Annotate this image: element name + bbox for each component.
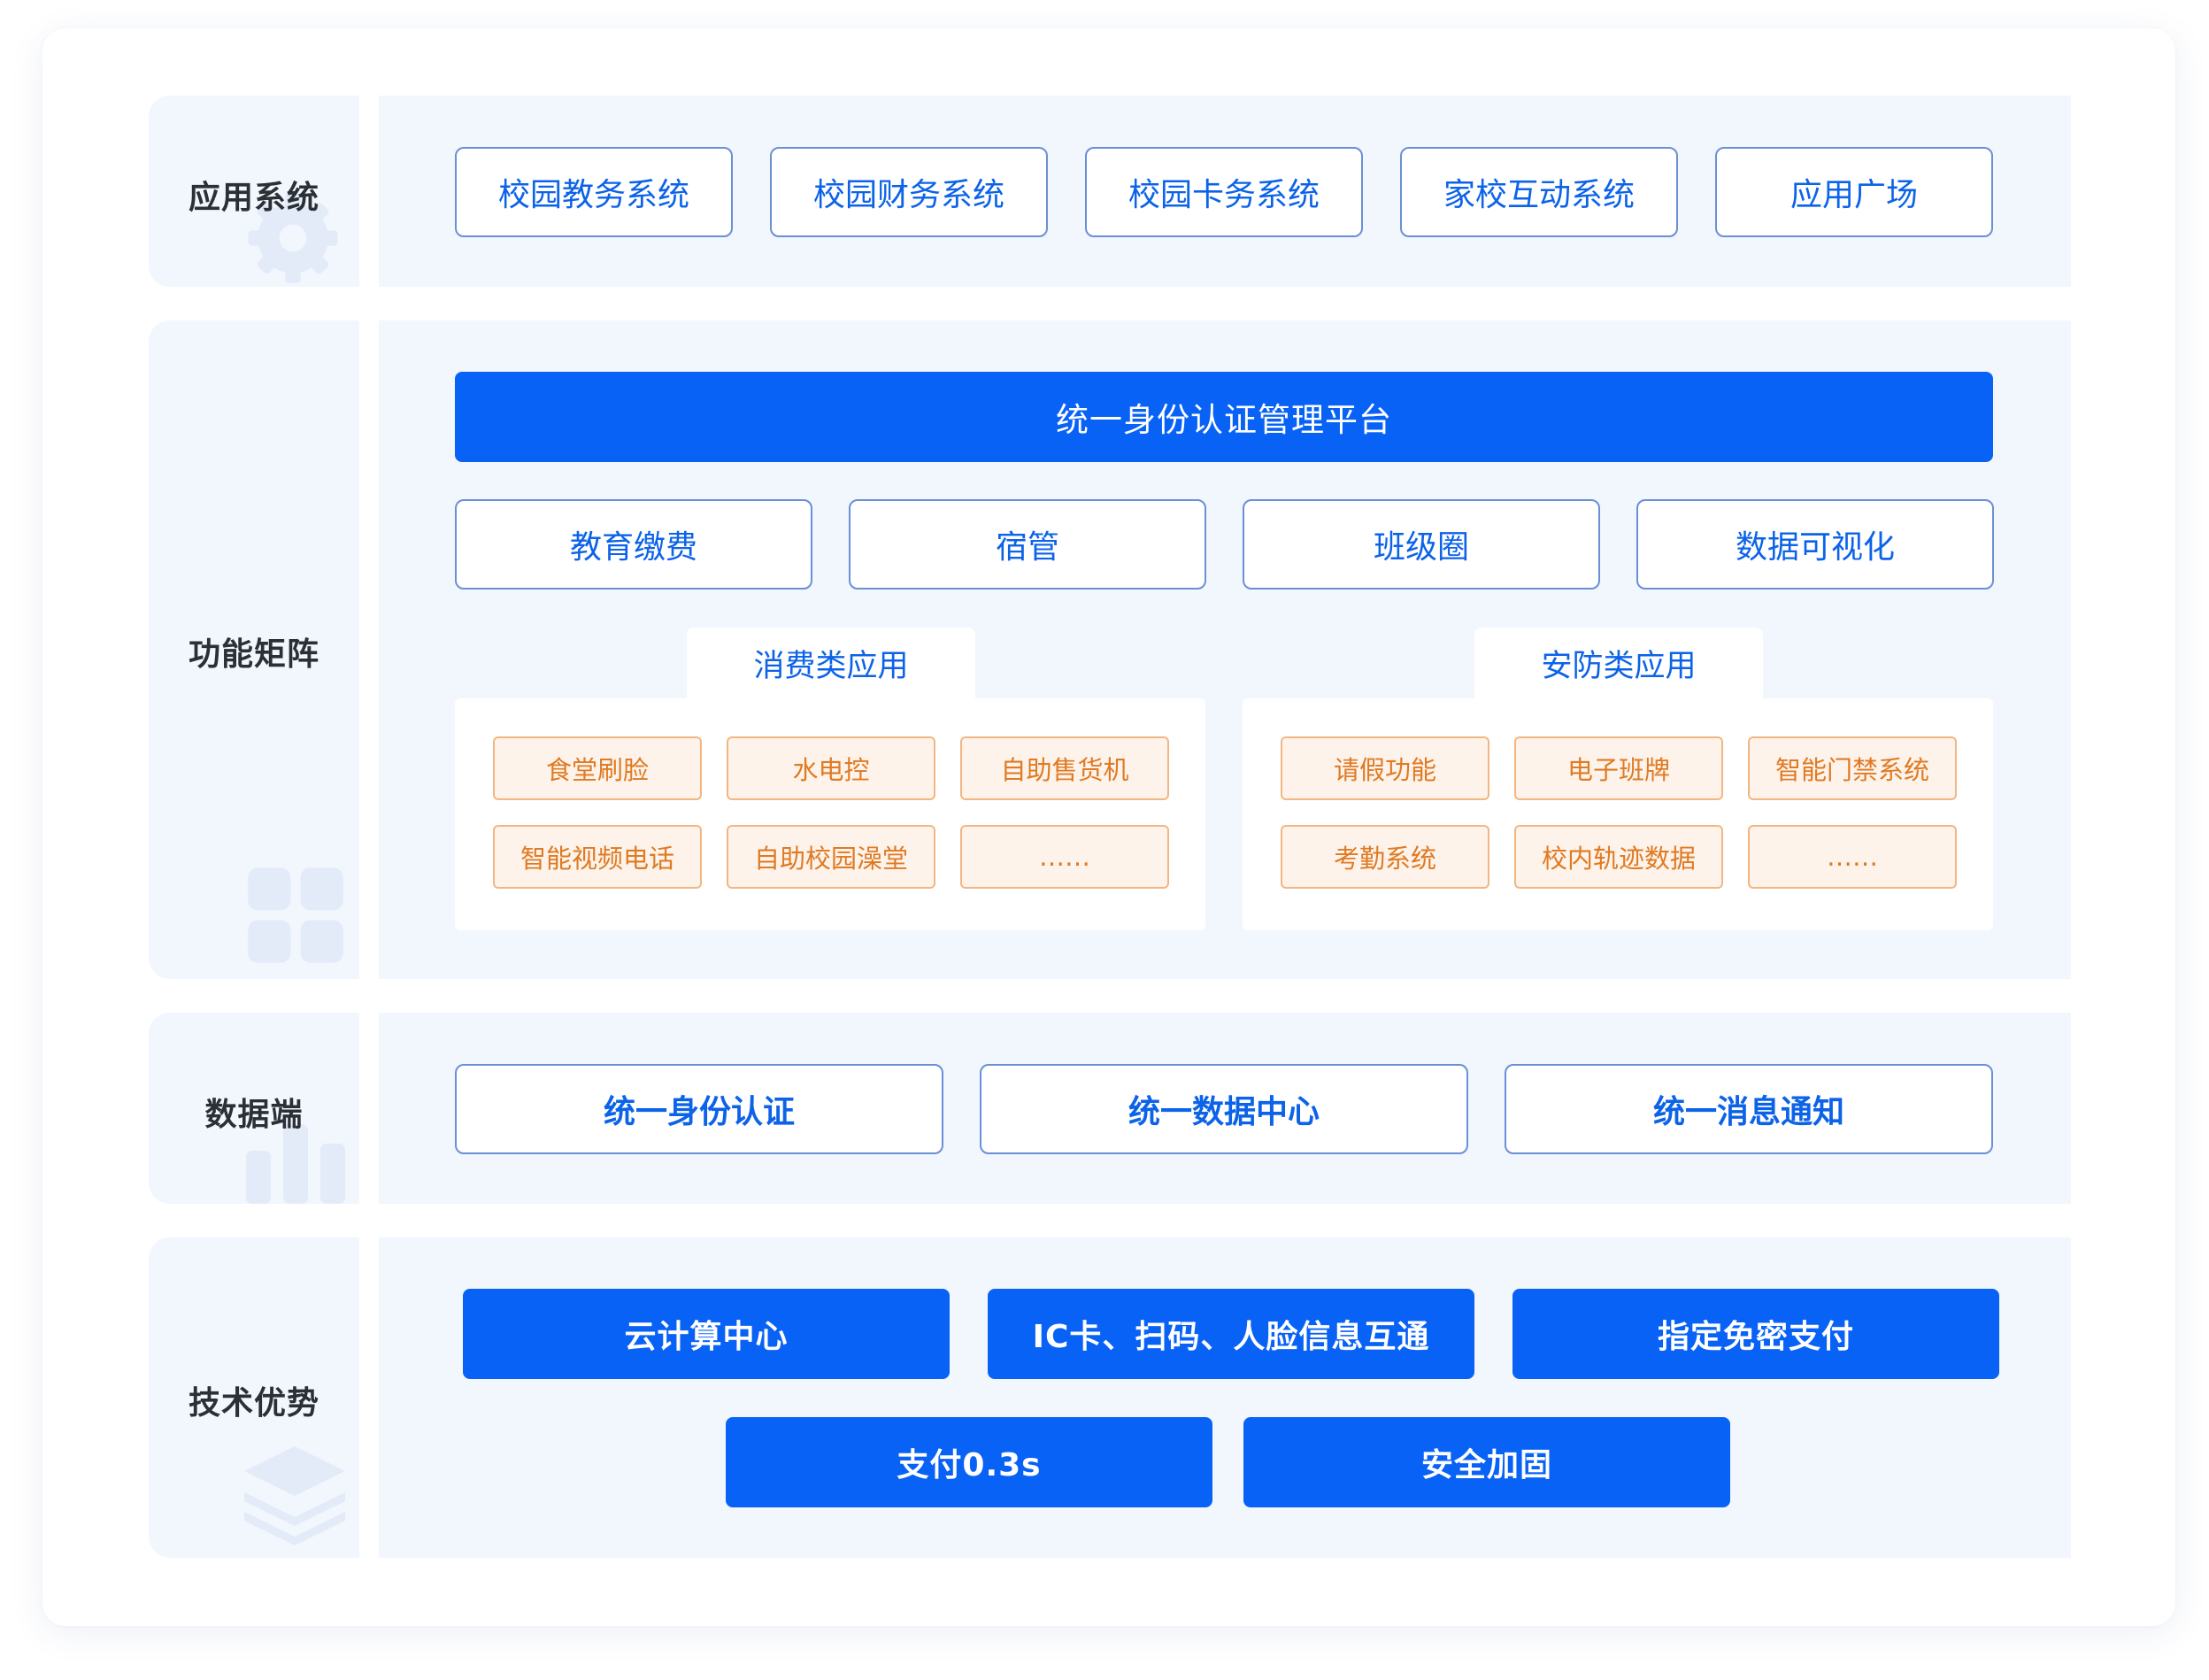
app-item-home-school[interactable]: 家校互动系统 — [1400, 147, 1678, 237]
security-group-title: 安防类应用 — [1474, 628, 1763, 698]
row-content-tech: 云计算中心 IC卡、扫码、人脸信息互通 指定免密支付 支付0.3s 安全加固 — [379, 1237, 2071, 1558]
app-item-app-store[interactable]: 应用广场 — [1715, 147, 1993, 237]
func-item-data-viz[interactable]: 数据可视化 — [1636, 499, 1994, 590]
consumption-item[interactable]: 水电控 — [727, 736, 935, 800]
security-item[interactable]: 电子班牌 — [1514, 736, 1723, 800]
tech-item-password-free-pay[interactable]: 指定免密支付 — [1512, 1289, 1999, 1379]
tech-item-ic-qr-face[interactable]: IC卡、扫码、人脸信息互通 — [988, 1289, 1474, 1379]
consumption-item-more[interactable]: …… — [960, 825, 1169, 889]
consumption-item[interactable]: 自助售货机 — [960, 736, 1169, 800]
tech-item-security-hardening[interactable]: 安全加固 — [1243, 1417, 1730, 1507]
row-label-data: 数据端 — [149, 1013, 359, 1204]
row-label-tech-text: 技术优势 — [188, 1385, 319, 1422]
consumption-item[interactable]: 食堂刷脸 — [493, 736, 702, 800]
layers-icon — [244, 1446, 345, 1545]
func-item-class-circle[interactable]: 班级圈 — [1243, 499, 1600, 590]
security-item[interactable]: 考勤系统 — [1281, 825, 1489, 889]
func-item-tuition[interactable]: 教育缴费 — [455, 499, 812, 590]
row-content-func: 统一身份认证管理平台 教育缴费 宿管 班级圈 数据可视化 消费类应用 食堂刷脸 … — [379, 320, 2071, 979]
app-item-card[interactable]: 校园卡务系统 — [1085, 147, 1363, 237]
row-label-data-text: 数据端 — [204, 1097, 304, 1133]
security-item[interactable]: 校内轨迹数据 — [1514, 825, 1723, 889]
bar-chart-icon — [246, 1124, 345, 1204]
gear-icon — [248, 193, 338, 283]
data-item-unified-auth[interactable]: 统一身份认证 — [455, 1064, 943, 1154]
row-label-app: 应用系统 — [149, 96, 359, 287]
app-item-academic[interactable]: 校园教务系统 — [455, 147, 733, 237]
func-item-dorm[interactable]: 宿管 — [849, 499, 1206, 590]
consumption-item[interactable]: 智能视频电话 — [493, 825, 702, 889]
row-label-func: 功能矩阵 — [149, 320, 359, 979]
app-item-finance[interactable]: 校园财务系统 — [770, 147, 1048, 237]
tech-item-fast-pay[interactable]: 支付0.3s — [726, 1417, 1212, 1507]
consumption-group-panel: 食堂刷脸 水电控 自助售货机 智能视频电话 自助校园澡堂 …… — [455, 698, 1205, 930]
security-item-more[interactable]: …… — [1748, 825, 1957, 889]
row-label-tech: 技术优势 — [149, 1237, 359, 1558]
row-label-app-text: 应用系统 — [188, 180, 319, 216]
security-item[interactable]: 请假功能 — [1281, 736, 1489, 800]
row-content-data: 统一身份认证 统一数据中心 统一消息通知 — [379, 1013, 2071, 1204]
row-label-func-text: 功能矩阵 — [188, 636, 319, 673]
unified-auth-platform-bar[interactable]: 统一身份认证管理平台 — [455, 372, 1993, 462]
row-content-app: 校园教务系统 校园财务系统 校园卡务系统 家校互动系统 应用广场 — [379, 96, 2071, 287]
consumption-item[interactable]: 自助校园澡堂 — [727, 825, 935, 889]
tech-item-cloud-center[interactable]: 云计算中心 — [463, 1289, 950, 1379]
security-item[interactable]: 智能门禁系统 — [1748, 736, 1957, 800]
data-item-unified-notification[interactable]: 统一消息通知 — [1505, 1064, 1993, 1154]
data-item-unified-data-center[interactable]: 统一数据中心 — [980, 1064, 1468, 1154]
grid-icon — [248, 867, 343, 963]
consumption-group-title: 消费类应用 — [687, 628, 975, 698]
security-group-panel: 请假功能 电子班牌 智能门禁系统 考勤系统 校内轨迹数据 …… — [1243, 698, 1993, 930]
